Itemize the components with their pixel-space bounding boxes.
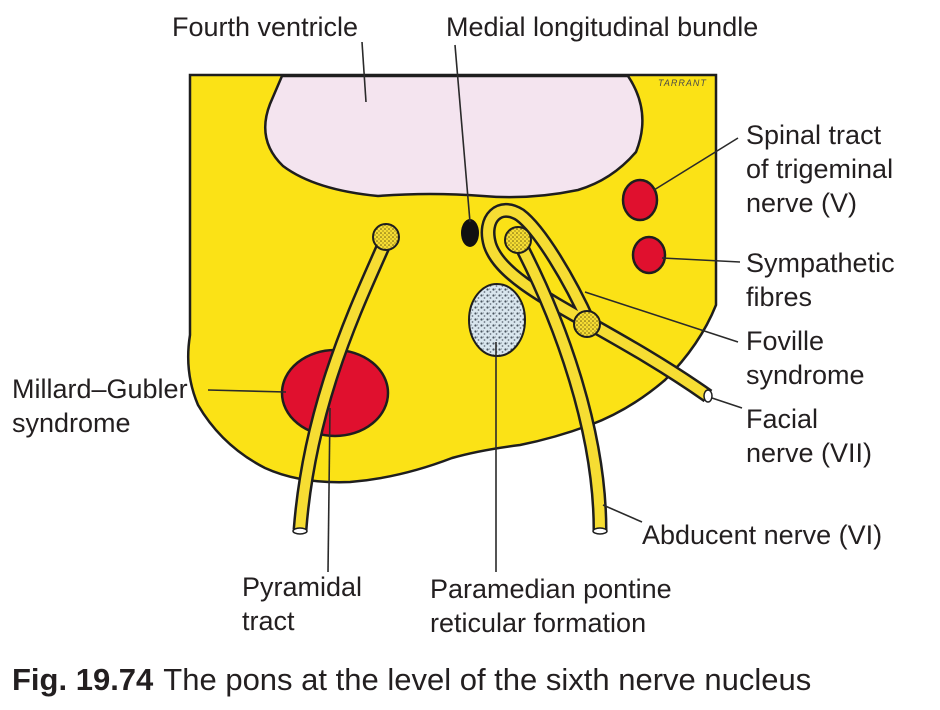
pyramidal-nucleus <box>372 223 400 251</box>
figure-number: Fig. 19.74 <box>12 662 154 697</box>
label-foville-line1: Foville <box>746 326 824 356</box>
label-fourth-ventricle: Fourth ventricle <box>172 12 358 42</box>
spinal-tract-trigeminal <box>621 178 659 222</box>
figure-caption-text: The pons at the level of the sixth nerve… <box>163 662 812 697</box>
label-foville-line2: syndrome <box>746 360 865 390</box>
label-pyramidal-line1: Pyramidal <box>242 572 362 602</box>
label-pyramidal-line2: tract <box>242 606 295 636</box>
label-medial-longitudinal-bundle: Medial longitudinal bundle <box>446 12 758 42</box>
label-sympathetic-line2: fibres <box>746 282 812 312</box>
facial-nucleus <box>573 310 601 338</box>
facial-nerve <box>480 202 713 403</box>
label-millard-gubler-line1: Millard–Gubler <box>12 374 188 404</box>
label-spinal-tract-line1: Spinal tract <box>746 120 882 150</box>
pyramidal-tract <box>292 223 400 535</box>
label-millard-gubler-line2: syndrome <box>12 408 131 438</box>
figure-caption: Fig. 19.74 The pons at the level of the s… <box>12 662 932 702</box>
label-paramedian-line1: Paramedian pontine <box>430 574 672 604</box>
label-paramedian-line2: reticular formation <box>430 608 646 638</box>
paramedian-pontine-reticular-formation <box>468 283 526 357</box>
leader-lines <box>207 41 743 573</box>
label-abducent: Abducent nerve (VI) <box>642 520 882 550</box>
label-facial-line1: Facial <box>746 404 818 434</box>
label-sympathetic-line1: Sympathetic <box>746 248 895 278</box>
label-spinal-tract-line2: of trigeminal <box>746 154 893 184</box>
abducent-nucleus <box>504 226 532 254</box>
artist-signature-icon: TARRANT <box>658 78 707 88</box>
label-spinal-tract-line3: nerve (V) <box>746 188 857 218</box>
label-facial-line2: nerve (VII) <box>746 438 872 468</box>
fourth-ventricle <box>263 74 644 199</box>
abducent-nerve <box>504 226 608 535</box>
sympathetic-fibres <box>631 235 667 275</box>
medial-longitudinal-bundle <box>461 219 479 247</box>
